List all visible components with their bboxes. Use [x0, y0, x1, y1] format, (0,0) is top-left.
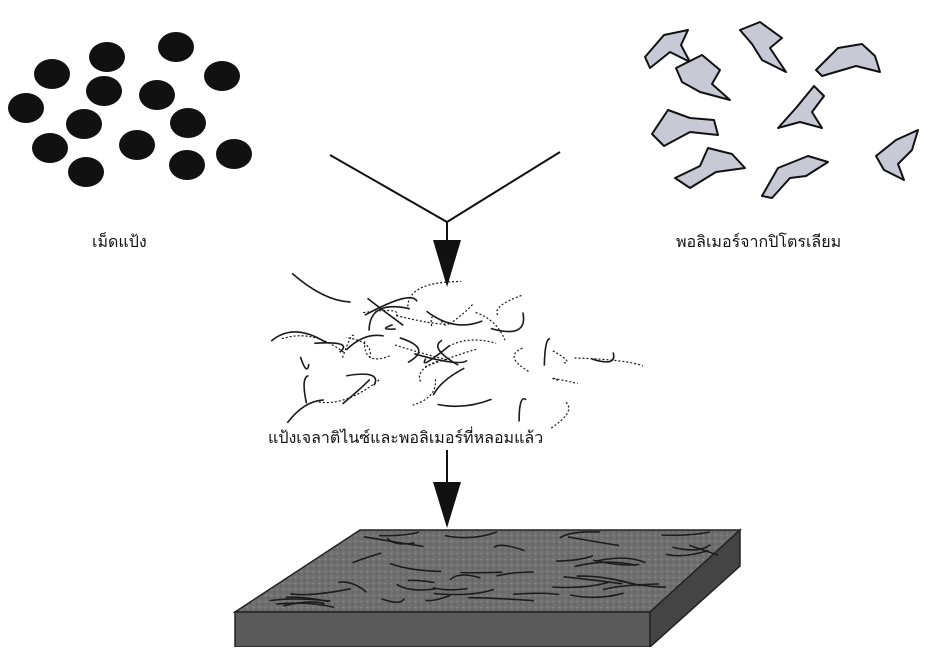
starch-granule-icon — [66, 109, 102, 139]
starch-granule-icon — [34, 59, 70, 89]
down-arrow-icon — [433, 482, 461, 528]
polymer-strand — [551, 350, 567, 363]
polymer-strand — [413, 379, 436, 405]
starch-strand — [592, 353, 614, 362]
polymer-strand — [497, 295, 523, 315]
product-sheet — [235, 530, 740, 647]
right-merge-line — [447, 152, 560, 222]
polymer-flake-icon — [762, 156, 828, 198]
starch-granule-icon — [119, 130, 155, 160]
petroleum-polymer-label: พอลิเมอร์จากปิโตรเลียม — [676, 232, 841, 252]
starch-strand — [314, 343, 343, 352]
starch-strand — [519, 399, 526, 422]
starch-strand — [491, 313, 524, 332]
starch-strand — [346, 374, 375, 385]
polymer-flake-icon — [645, 30, 690, 68]
starch-granule-icon — [169, 150, 205, 180]
polymer-flake-icon — [675, 148, 745, 188]
polymer-strand — [476, 313, 505, 341]
starch-granule-icon — [158, 32, 194, 62]
sheet-fiber — [461, 572, 503, 573]
starch-strand — [271, 332, 326, 342]
starch-strand — [343, 379, 370, 404]
polymer-strand — [514, 348, 530, 372]
polymer-flake-icon — [778, 86, 824, 128]
starch-strand — [287, 400, 324, 423]
starch-strand — [544, 339, 550, 366]
polymer-strand — [408, 281, 461, 306]
starch-granule-icon — [68, 157, 104, 187]
starch-strand — [300, 357, 309, 369]
starch-strand — [433, 368, 464, 395]
melted-mixture-label: แป้งเจลาติไนซ์และพอลิเมอร์ที่หลอมแล้ว — [268, 428, 543, 448]
starch-granule-icon — [216, 139, 252, 169]
polymer-flakes-group — [645, 22, 918, 198]
polymer-strand — [449, 340, 496, 346]
polymer-flake-icon — [652, 110, 718, 146]
polymer-flake-icon — [816, 44, 880, 76]
polymer-strand — [450, 303, 474, 324]
starch-granule-icon — [204, 61, 240, 91]
starch-granules-label: เม็ดแป้ง — [92, 232, 147, 252]
polymer-strand — [552, 378, 578, 383]
starch-strand — [304, 376, 308, 404]
starch-granule-icon — [8, 93, 44, 123]
down-arrow-icon — [433, 240, 461, 287]
sheet-front-face — [235, 612, 650, 647]
polymer-strand — [550, 402, 569, 429]
polymer-flake-icon — [876, 130, 918, 180]
starch-granule-icon — [86, 76, 122, 106]
polymer-strand — [281, 336, 344, 353]
starch-strand — [438, 399, 492, 406]
starch-granule-icon — [32, 133, 68, 163]
starch-strand — [386, 325, 396, 329]
starch-strand — [427, 311, 483, 325]
starch-granule-icon — [139, 80, 175, 110]
left-merge-line — [330, 155, 447, 222]
polymer-strand — [364, 341, 390, 359]
polymer-flake-icon — [740, 22, 786, 72]
melted-mixture-strands — [271, 273, 643, 429]
starch-granule-icon — [170, 108, 206, 138]
starch-strand — [400, 338, 419, 363]
starch-granules-group — [8, 32, 252, 187]
polymer-strand — [419, 360, 441, 382]
polymer-strand — [393, 344, 447, 359]
starch-granule-icon — [89, 42, 125, 72]
starch-strand — [292, 273, 351, 302]
polymer-flake-icon — [676, 55, 730, 100]
